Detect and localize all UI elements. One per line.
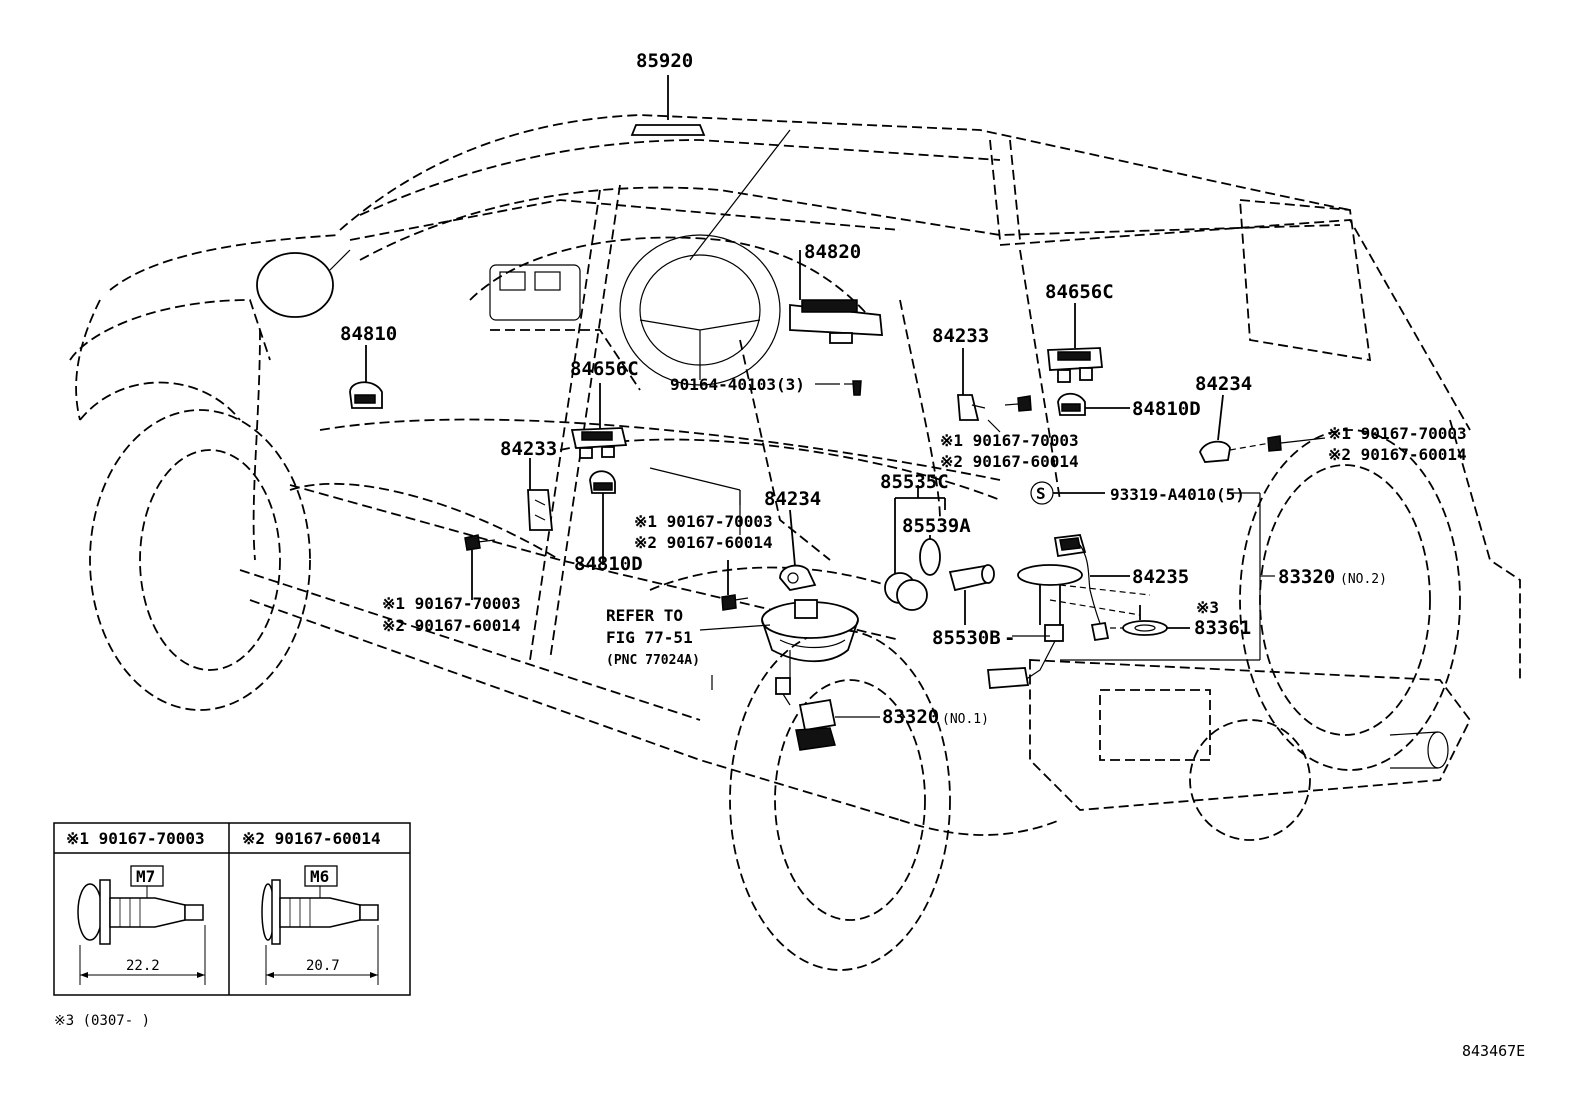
label-85530b-dash: - (1004, 627, 1015, 649)
inset-col1-length: 22.2 (126, 958, 160, 974)
part-84810d-right[interactable] (1057, 392, 1130, 416)
part-90164-screw[interactable] (844, 380, 862, 396)
part-83361[interactable] (1049, 584, 1190, 636)
part-84810d-left[interactable] (589, 470, 616, 565)
leader-lines (649, 383, 1050, 718)
part-83320-no1[interactable] (775, 677, 837, 751)
footnote: ※3 (0307- ) (54, 1013, 150, 1029)
inset-col2-length: 20.7 (306, 958, 340, 974)
label-84656c-left: 84656C (570, 358, 639, 380)
part-85535c[interactable] (894, 485, 946, 580)
label-refer-1: REFER TO (606, 606, 683, 625)
part-85920[interactable] (630, 75, 706, 136)
label-refer-3: (PNC 77024A) (606, 653, 700, 668)
bolt-inset-table: ※1 90167-70003 ※2 90167-60014 M7 22.2 (53, 822, 411, 996)
part-84234-right[interactable] (1199, 394, 1271, 463)
part-bulb-socket[interactable] (884, 572, 928, 611)
s-marker (1030, 481, 1105, 505)
part-85539a[interactable] (919, 535, 941, 576)
label-ref2-c: ※2 90167-60014 (940, 452, 1079, 471)
label-83320-no2: 83320 (1278, 566, 1335, 588)
label-s-symbol: S (1036, 484, 1046, 503)
part-fuel-sender-center[interactable] (761, 599, 859, 663)
label-84810: 84810 (340, 323, 397, 345)
label-note3-mark: ※3 (1196, 598, 1219, 617)
label-ref1-d: ※1 90167-70003 (1328, 424, 1467, 443)
label-90164: 90164-40103(3) (670, 375, 805, 394)
label-ref2-a: ※2 90167-60014 (634, 533, 773, 552)
part-90167-bolt-right-far[interactable] (1267, 435, 1326, 452)
part-84233-left[interactable] (527, 458, 553, 531)
label-ref1-b: ※1 90167-70003 (382, 594, 521, 613)
inset-col2-thread: M6 (310, 867, 329, 886)
label-no1: (NO.1) (942, 712, 989, 727)
label-ref2-b: ※2 90167-60014 (382, 616, 521, 635)
label-84233-left: 84233 (500, 438, 557, 460)
label-84810d-left: 84810D (574, 553, 643, 575)
label-refer-2: FIG 77-51 (606, 628, 693, 647)
part-84233-right[interactable] (957, 348, 986, 421)
part-84810[interactable] (349, 345, 383, 409)
inset-col1-thread: M7 (136, 867, 155, 886)
label-83320-no1: 83320 (882, 706, 939, 728)
label-84820: 84820 (804, 241, 861, 263)
bolt-m7-drawing: M7 22.2 (77, 865, 206, 985)
label-83361: 83361 (1194, 617, 1251, 639)
bolt-m6-drawing: M6 20.7 (261, 865, 379, 985)
label-no2: (NO.2) (1340, 572, 1387, 587)
label-85535c: 85535C (880, 471, 949, 493)
label-84234-center: 84234 (764, 488, 821, 510)
part-83320-no2[interactable] (987, 492, 1275, 689)
label-84810d-right: 84810D (1132, 398, 1201, 420)
part-85530b[interactable] (948, 564, 995, 625)
label-ref2-d: ※2 90167-60014 (1328, 445, 1467, 464)
part-84656c-right[interactable] (1047, 303, 1103, 383)
part-84656c-left[interactable] (570, 383, 628, 459)
label-ref1-a: ※1 90167-70003 (634, 512, 773, 531)
dashboard-area (469, 129, 881, 391)
label-84233-right: 84233 (932, 325, 989, 347)
part-84235[interactable] (1053, 534, 1130, 636)
label-84235: 84235 (1132, 566, 1189, 588)
label-85539a: 85539A (902, 515, 971, 537)
label-85920: 85920 (636, 50, 693, 72)
inset-col1-header: ※1 90167-70003 (66, 829, 205, 848)
label-85530b: 85530B (932, 627, 1001, 649)
part-90167-bolt-right-upper[interactable] (1004, 395, 1032, 412)
label-84234-right: 84234 (1195, 373, 1252, 395)
inset-col2-header: ※2 90167-60014 (242, 829, 381, 848)
label-93319: 93319-A4010(5) (1110, 485, 1245, 504)
vehicle-outline (69, 114, 1521, 971)
figure-code: 843467E (1462, 1042, 1525, 1060)
label-ref1-c: ※1 90167-70003 (940, 431, 1079, 450)
part-90167-bolt-left[interactable] (464, 534, 496, 600)
part-84234-center[interactable] (779, 509, 817, 591)
part-90167-bolt-center[interactable] (721, 560, 749, 611)
label-84656c-right: 84656C (1045, 281, 1114, 303)
part-84820[interactable] (789, 250, 884, 344)
part-labels: 85920 84820 84810 84656C 90164-40103(3) … (340, 50, 1467, 728)
